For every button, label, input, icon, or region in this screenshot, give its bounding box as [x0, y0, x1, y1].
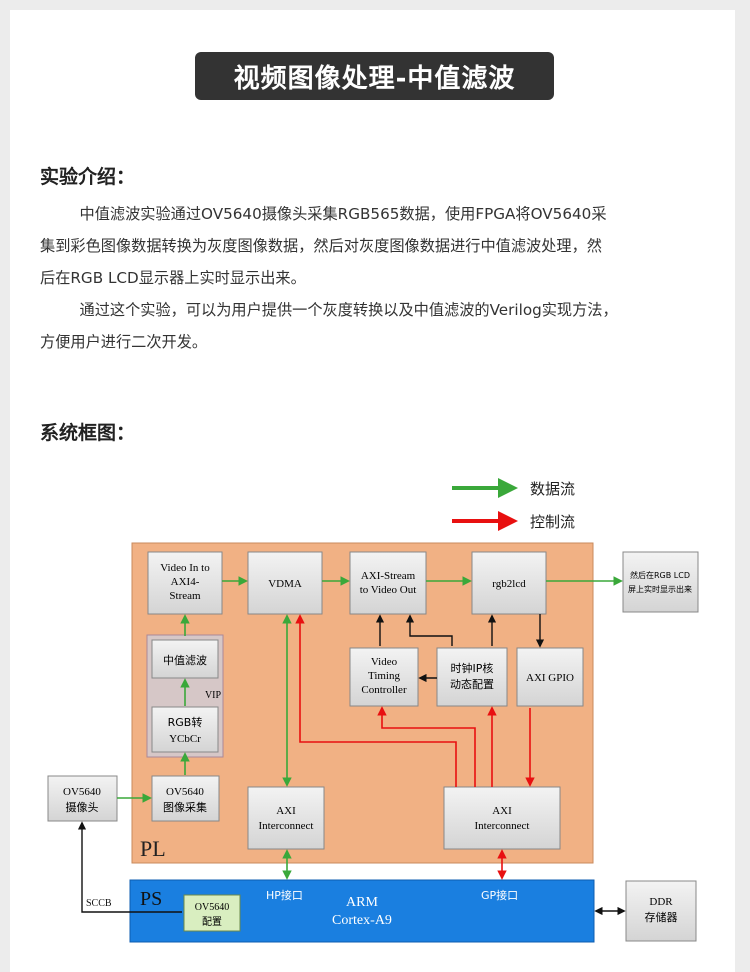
capture-block: OV5640 图像采集	[151, 775, 220, 822]
svg-text:动态配置: 动态配置	[450, 678, 494, 691]
data-flow-arrows	[117, 576, 623, 880]
intro-line: 通过这个实验，可以为用户提供一个灰度转换以及中值滤波的Verilog实现方法，	[79, 301, 618, 319]
svg-text:Interconnect: Interconnect	[475, 820, 530, 832]
rgb2lcd-block: rgb2lcd	[471, 551, 547, 615]
svg-text:时钟IP核: 时钟IP核	[451, 661, 494, 675]
page-title: 视频图像处理-中值滤波	[195, 52, 554, 100]
axi-interconnect-left-block: AXI Interconnect	[247, 786, 325, 850]
control-flow-arrows	[295, 614, 535, 880]
intro-line: 方便用户进行二次开发。	[40, 333, 208, 351]
vtc-block: Video Timing Controller	[349, 647, 419, 707]
svg-text:VIP: VIP	[205, 690, 222, 701]
svg-text:AXI GPIO: AXI GPIO	[526, 672, 574, 684]
black-arrows	[77, 614, 626, 916]
svg-text:to Video Out: to Video Out	[360, 584, 417, 596]
svg-text:然后在RGB LCD: 然后在RGB LCD	[630, 570, 690, 580]
axi-interconnect-right-block: AXI Interconnect	[443, 786, 561, 850]
svg-text:Stream: Stream	[169, 590, 201, 602]
svg-text:rgb2lcd: rgb2lcd	[492, 578, 526, 590]
ps-label: PS	[140, 888, 162, 910]
axi-gpio-block: AXI GPIO	[516, 647, 584, 707]
median-filter-block: 中值滤波	[151, 639, 219, 679]
svg-text:Interconnect: Interconnect	[259, 820, 314, 832]
svg-text:Controller: Controller	[361, 684, 407, 696]
svg-text:OV5640: OV5640	[166, 786, 204, 798]
svg-text:摄像头: 摄像头	[66, 800, 99, 814]
video-in-block: Video In to AXI4- Stream	[147, 551, 223, 615]
intro-paragraph-1: 中值滤波实验通过OV5640摄像头采集RGB565数据，使用FPGA将OV564…	[40, 198, 708, 294]
ov5640-config-block: OV5640 配置	[183, 894, 241, 932]
rgb-to-ycbcr-block: RGB转 YCbCr	[151, 706, 219, 753]
svg-text:OV5640: OV5640	[195, 902, 229, 913]
gp-port-label: GP接口	[481, 889, 518, 902]
svg-text:DDR: DDR	[649, 896, 673, 908]
pl-label: PL	[140, 836, 166, 861]
svg-text:Video: Video	[371, 656, 398, 668]
intro-heading: 实验介绍：	[40, 166, 136, 188]
axi-stream-out-block: AXI-Stream to Video Out	[349, 551, 427, 615]
svg-text:YCbCr: YCbCr	[169, 733, 201, 745]
legend-data-label: 数据流	[530, 480, 575, 498]
arm-label-1: ARM	[346, 895, 378, 910]
svg-text:配置: 配置	[202, 916, 222, 928]
vdma-block: VDMA	[247, 551, 323, 615]
svg-text:VDMA: VDMA	[268, 578, 302, 590]
svg-text:存储器: 存储器	[645, 910, 678, 924]
svg-text:Video In to: Video In to	[160, 562, 210, 574]
intro-paragraph-2: 通过这个实验，可以为用户提供一个灰度转换以及中值滤波的Verilog实现方法， …	[40, 294, 708, 358]
svg-text:图像采集: 图像采集	[163, 800, 207, 814]
intro-line: 后在RGB LCD显示器上实时显示出来。	[40, 269, 306, 287]
svg-text:RGB转: RGB转	[168, 715, 203, 729]
sccb-label: SCCB	[86, 898, 112, 909]
camera-block: OV5640 摄像头	[47, 775, 118, 822]
legend-control-label: 控制流	[530, 513, 575, 531]
ddr-block: DDR 存储器	[625, 880, 697, 942]
lcd-output-block: 然后在RGB LCD 屏上实时显示出来	[622, 551, 699, 613]
intro-line: 集到彩色图像数据转换为灰度图像数据，然后对灰度图像数据进行中值滤波处理，然	[40, 237, 602, 255]
svg-text:AXI: AXI	[276, 805, 296, 817]
svg-text:屏上实时显示出来: 屏上实时显示出来	[628, 584, 692, 594]
svg-text:Timing: Timing	[368, 670, 401, 682]
clock-config-block: 时钟IP核 动态配置	[436, 647, 508, 707]
svg-text:AXI: AXI	[492, 805, 512, 817]
svg-text:中值滤波: 中值滤波	[163, 654, 207, 667]
intro-line: 中值滤波实验通过OV5640摄像头采集RGB565数据，使用FPGA将OV564…	[79, 205, 607, 223]
svg-text:AXI4-: AXI4-	[171, 576, 200, 588]
svg-text:AXI-Stream: AXI-Stream	[361, 570, 416, 582]
arm-label-2: Cortex-A9	[332, 913, 392, 928]
diagram-heading: 系统框图：	[40, 422, 136, 444]
hp-port-label: HP接口	[266, 889, 303, 902]
svg-text:OV5640: OV5640	[63, 786, 101, 798]
